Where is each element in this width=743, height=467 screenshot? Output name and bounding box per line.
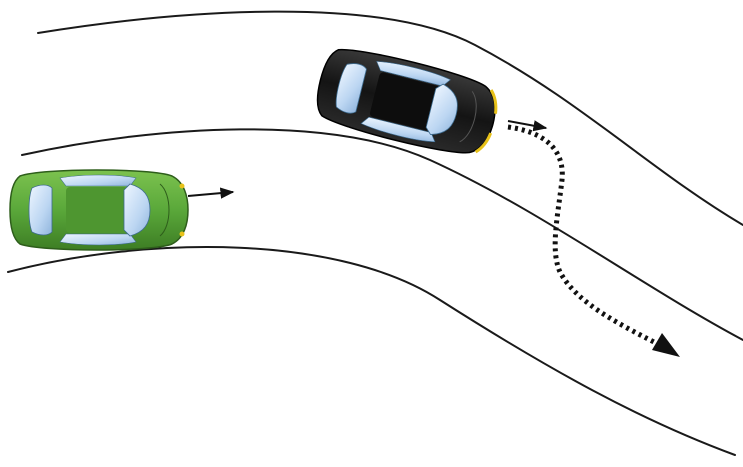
dotted-swerve-path: [507, 124, 662, 348]
green-car: [9, 169, 189, 251]
dotted-path-arrowhead: [652, 333, 680, 357]
straight-motion-arrow: [187, 187, 235, 199]
road-center-line: [21, 128, 743, 341]
car-top-view-icon: [316, 48, 498, 154]
road-outer-edge: [37, 10, 743, 226]
car-top-view-icon: [9, 169, 189, 251]
road-inner-edge: [7, 246, 736, 456]
black-car: [316, 48, 498, 154]
swerve-motion-arrow: [507, 120, 548, 132]
